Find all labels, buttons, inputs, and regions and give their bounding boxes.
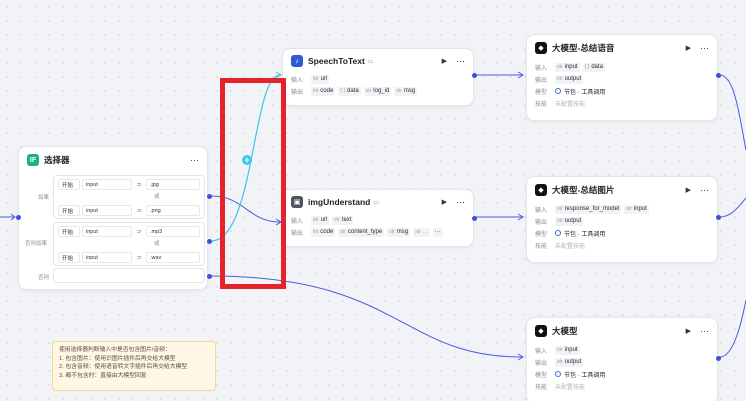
condition-source[interactable]: 开始 <box>58 252 80 263</box>
branch-if-label: 如果 <box>38 195 50 201</box>
edge-llm1-out <box>719 74 746 151</box>
llm-icon: ◆ <box>535 325 547 337</box>
contains-operator[interactable]: ⊃ <box>136 207 142 214</box>
branch-else-label: 否则 <box>38 275 50 281</box>
plugin-badge-icon: ▭ <box>367 58 374 65</box>
condition-value[interactable]: .wav <box>146 252 200 263</box>
selector-node[interactable]: IF 选择器 ··· 如果 否则如果 否则 开始 input ⊃ .jpg 或 … <box>16 146 212 290</box>
condition-value[interactable]: .png <box>146 205 200 216</box>
condition-variable[interactable]: input <box>82 226 132 237</box>
llm-icon: ◆ <box>535 42 547 54</box>
add-node-on-edge-button[interactable]: + <box>242 155 252 165</box>
node-title: SpeechToText <box>308 56 365 66</box>
note-line: 2. 包含音频：使用语音转文字插件后再交给大模型 <box>59 364 188 371</box>
run-icon[interactable]: ▶ <box>685 328 691 335</box>
if-icon: IF <box>27 154 39 166</box>
more-icon[interactable]: ··· <box>700 185 709 195</box>
run-icon[interactable]: ▶ <box>441 199 447 206</box>
condition-group-elif[interactable]: 开始 input ⊃ .mp3 或 开始 input ⊃ .wav <box>53 222 205 266</box>
plugin-badge-icon: ▭ <box>373 199 380 206</box>
model-row: 模型 节包 · 工具调用 <box>535 371 606 379</box>
more-outputs-button[interactable]: ··· <box>432 227 443 237</box>
edge-llm2-out <box>719 197 746 218</box>
port-if[interactable] <box>207 194 212 199</box>
node-title: 大模型 <box>552 326 578 336</box>
run-icon[interactable]: ▶ <box>685 45 691 52</box>
more-icon[interactable]: ··· <box>456 56 465 66</box>
node-title: 选择器 <box>44 155 70 165</box>
or-label[interactable]: 或 <box>154 194 160 200</box>
model-row: 模型 节包 · 工具调用 <box>535 88 606 96</box>
comment-note[interactable]: 使用选择器判断输入中是否包含图片/音频： 1. 包含图片：使用识图片插件后再交给… <box>52 341 216 391</box>
condition-variable[interactable]: input <box>82 205 132 216</box>
else-branch-box[interactable] <box>53 268 205 283</box>
port-out[interactable] <box>716 356 721 361</box>
skills-row: 技能 未配置技能 <box>535 101 586 108</box>
node-title: 大模型-总结图片 <box>552 185 615 195</box>
port-out[interactable] <box>716 73 721 78</box>
port-out[interactable] <box>472 73 477 78</box>
model-row: 模型 节包 · 工具调用 <box>535 230 606 238</box>
port-else[interactable] <box>207 274 212 279</box>
model-icon <box>555 230 561 236</box>
port-out[interactable] <box>472 216 477 221</box>
edge-else-to-llm3 <box>210 275 523 358</box>
more-icon[interactable]: ··· <box>700 43 709 53</box>
highlight-box <box>220 78 286 289</box>
contains-operator[interactable]: ⊃ <box>136 181 142 188</box>
run-icon[interactable]: ▶ <box>685 187 691 194</box>
condition-variable[interactable]: input <box>82 252 132 263</box>
image-plugin-icon: ▣ <box>291 196 303 208</box>
contains-operator[interactable]: ⊃ <box>136 254 142 261</box>
note-line: 1. 包含图片：使用识图片插件后再交给大模型 <box>59 355 176 362</box>
note-line: 使用选择器判断输入中是否包含图片/音频： <box>59 347 171 353</box>
more-icon[interactable]: ··· <box>700 326 709 336</box>
or-label[interactable]: 或 <box>154 241 160 247</box>
condition-variable[interactable]: input <box>82 179 132 190</box>
condition-source[interactable]: 开始 <box>58 179 80 190</box>
speech-plugin-icon: ♪ <box>291 55 303 67</box>
skills-row: 技能 未配置技能 <box>535 243 586 250</box>
skills-row: 技能 未配置技能 <box>535 384 586 391</box>
model-icon <box>555 88 561 94</box>
port-out[interactable] <box>716 215 721 220</box>
condition-value[interactable]: .mp3 <box>146 226 200 237</box>
edge-entry-arrow <box>10 213 16 221</box>
run-icon[interactable]: ▶ <box>441 58 447 65</box>
more-icon[interactable]: ··· <box>190 155 199 165</box>
node-title: 大模型-总结语音 <box>552 43 615 53</box>
contains-operator[interactable]: ⊃ <box>136 228 142 235</box>
note-line: 3. 都不包含时：直接由大模型回复 <box>59 372 147 379</box>
condition-source[interactable]: 开始 <box>58 226 80 237</box>
branch-elif-label: 否则如果 <box>25 241 48 247</box>
model-icon <box>555 371 561 377</box>
condition-source[interactable]: 开始 <box>58 205 80 216</box>
more-icon[interactable]: ··· <box>456 197 465 207</box>
condition-value[interactable]: .jpg <box>146 179 200 190</box>
port-elif[interactable] <box>207 239 212 244</box>
port-entry[interactable] <box>16 215 21 220</box>
llm-icon: ◆ <box>535 184 547 196</box>
edge-llm3-out <box>719 299 746 358</box>
node-title: imgUnderstand <box>308 197 371 207</box>
condition-group-if[interactable]: 开始 input ⊃ .jpg 或 开始 input ⊃ .png <box>53 175 205 219</box>
